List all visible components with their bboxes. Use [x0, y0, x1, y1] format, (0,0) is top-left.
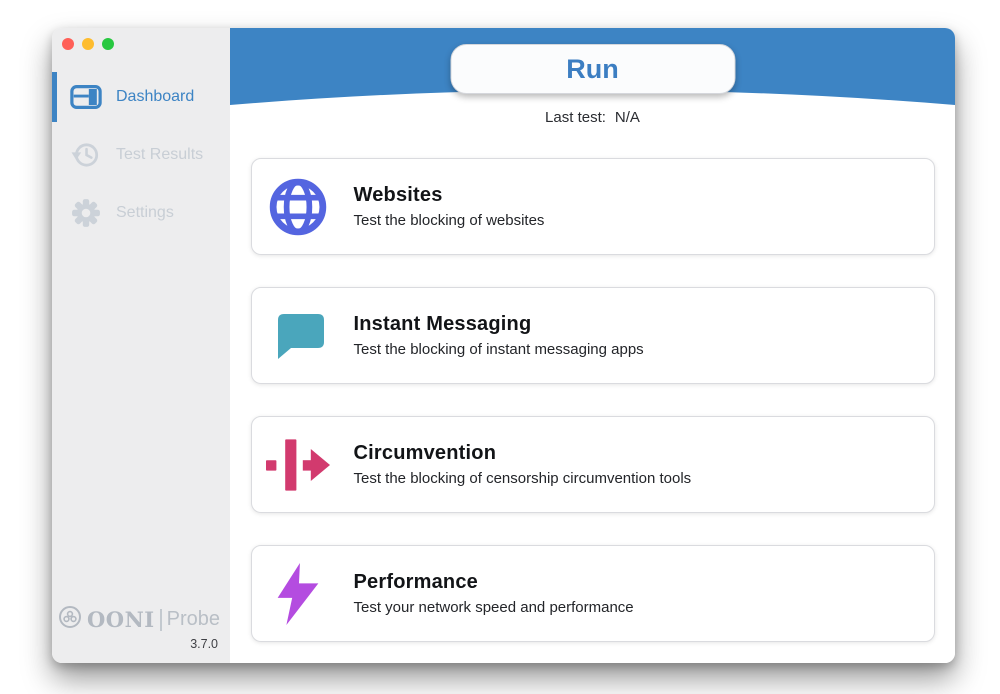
card-text: Websites Test the blocking of websites — [354, 184, 545, 229]
card-title: Performance — [353, 571, 478, 593]
globe-icon — [266, 175, 330, 239]
card-instant-messaging[interactable]: Instant Messaging Test the blocking of i… — [250, 287, 935, 384]
card-description: Test the blocking of instant messaging a… — [353, 341, 644, 358]
card-performance[interactable]: Performance Test your network speed and … — [250, 545, 935, 642]
card-title: Circumvention — [353, 442, 497, 464]
ooni-brand-block: OONI Probe 3.7.0 — [58, 605, 220, 651]
active-item-accent-bar — [52, 72, 57, 122]
fullscreen-window-button[interactable] — [102, 38, 114, 50]
card-description: Test your network speed and performance — [353, 599, 634, 616]
sidebar-item-test-results[interactable]: Test Results — [52, 130, 230, 180]
app-version: 3.7.0 — [190, 637, 218, 651]
card-circumvention[interactable]: Circumvention Test the blocking of censo… — [250, 416, 935, 513]
sidebar-item-label: Test Results — [116, 146, 204, 163]
brand-name: OONI — [87, 607, 155, 632]
ooni-logo-icon — [58, 605, 82, 634]
chat-bubble-icon — [266, 304, 330, 368]
brand-separator — [159, 608, 162, 631]
main-area: Run Last test:N/A W — [230, 28, 955, 663]
sidebar-item-label: Dashboard — [116, 88, 195, 105]
run-button[interactable]: Run — [450, 44, 735, 94]
card-title: Websites — [353, 184, 443, 206]
card-title: Instant Messaging — [353, 313, 532, 335]
sidebar-item-label: Settings — [116, 204, 174, 221]
sidebar: Dashboard Test Results — [52, 28, 230, 663]
gear-icon — [69, 196, 103, 230]
history-icon — [69, 138, 103, 172]
circumvention-arrow-icon — [265, 433, 330, 497]
last-test-label: Last test: — [545, 109, 606, 126]
close-window-button[interactable] — [62, 38, 74, 50]
sidebar-item-settings[interactable]: Settings — [52, 188, 230, 238]
brand-product: Probe — [166, 608, 220, 630]
sidebar-nav: Dashboard Test Results — [52, 72, 230, 246]
card-text: Circumvention Test the blocking of censo… — [354, 442, 692, 487]
sidebar-item-dashboard[interactable]: Dashboard — [52, 72, 230, 122]
minimize-window-button[interactable] — [82, 38, 94, 50]
card-text: Instant Messaging Test the blocking of i… — [354, 313, 644, 358]
card-description: Test the blocking of censorship circumve… — [353, 470, 692, 487]
card-description: Test the blocking of websites — [353, 212, 545, 229]
app-window: Dashboard Test Results — [52, 28, 955, 663]
dashboard-icon — [69, 80, 103, 114]
lightning-bolt-icon — [266, 562, 330, 626]
card-text: Performance Test your network speed and … — [354, 571, 634, 616]
last-test-value: N/A — [614, 109, 640, 126]
window-controls — [62, 38, 114, 50]
last-test-status: Last test: N/A — [230, 109, 955, 126]
test-card-list: Websites Test the blocking of websites I… — [230, 158, 955, 642]
card-websites[interactable]: Websites Test the blocking of websites — [250, 158, 935, 255]
run-button-label: Run — [566, 53, 619, 84]
